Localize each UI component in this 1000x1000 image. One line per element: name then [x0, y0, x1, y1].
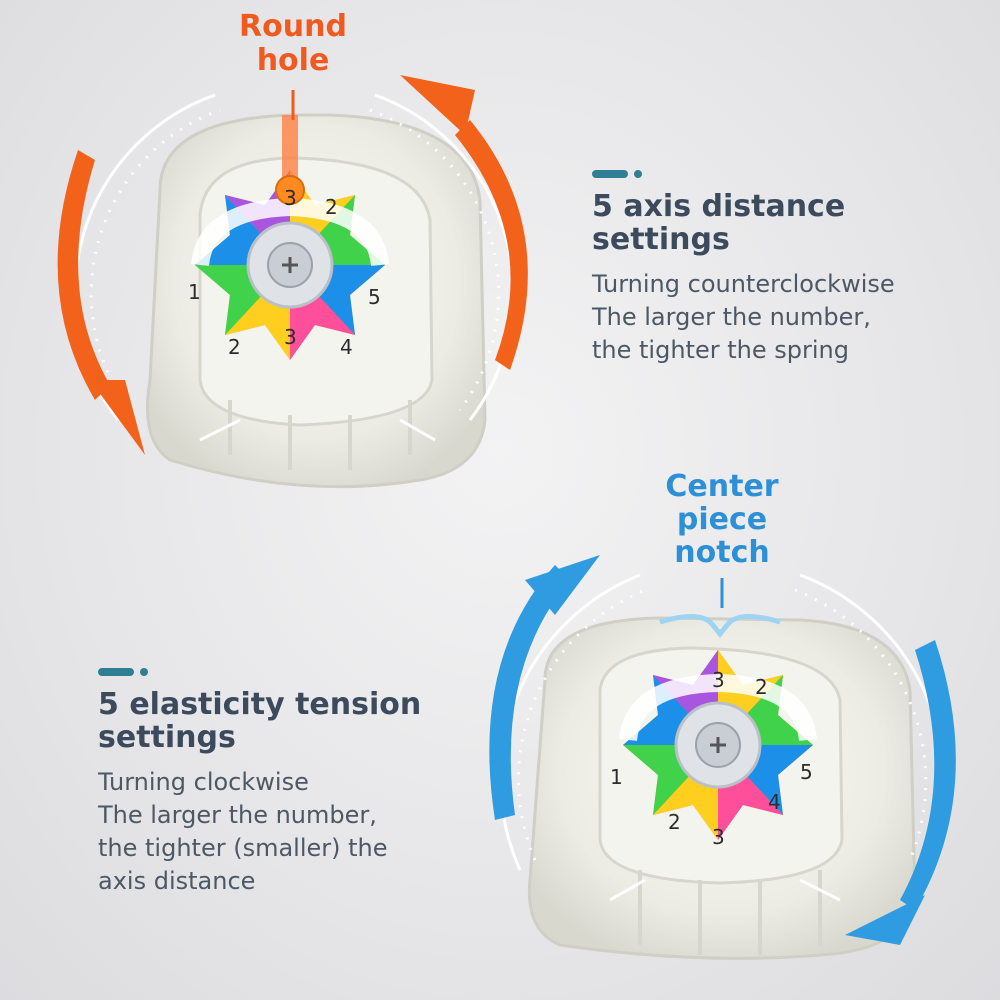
- orange-arrow-right: [400, 75, 528, 370]
- tension-desc-line: axis distance: [98, 867, 256, 895]
- round-hole-label: Round hole: [213, 10, 373, 78]
- axis-section-title: 5 axis distance settings: [592, 190, 992, 256]
- tension-section-desc: Turning clockwise The larger the number,…: [98, 766, 498, 898]
- tension-title-line1: 5 elasticity tension: [98, 687, 422, 722]
- tension-desc-line: The larger the number,: [98, 801, 377, 829]
- axis-section-accent: [592, 170, 992, 178]
- axis-desc-line: the tighter the spring: [592, 336, 849, 364]
- center-notch-line3: notch: [674, 535, 770, 570]
- axis-title-line1: 5 axis distance: [592, 189, 846, 224]
- tension-title-line2: settings: [98, 720, 236, 755]
- tension-section: 5 elasticity tension settings Turning cl…: [98, 668, 498, 898]
- tension-desc-line: the tighter (smaller) the: [98, 834, 388, 862]
- axis-section-desc: Turning counterclockwise The larger the …: [592, 268, 992, 367]
- center-notch-line2: piece: [676, 502, 768, 537]
- bottom-dial: [619, 650, 817, 840]
- tension-section-accent: [98, 668, 498, 676]
- tension-section-title: 5 elasticity tension settings: [98, 688, 498, 754]
- orange-arrow-left: [57, 150, 145, 455]
- round-hole-line2: hole: [256, 43, 330, 78]
- top-dial: [191, 115, 389, 360]
- round-hole-line1: Round: [239, 9, 347, 44]
- tension-desc-line: Turning clockwise: [98, 768, 309, 796]
- blue-arrow-left: [489, 555, 600, 820]
- axis-desc-line: The larger the number,: [592, 303, 871, 331]
- center-notch-line1: Center: [665, 469, 779, 504]
- axis-title-line2: settings: [592, 222, 730, 257]
- blue-arrow-right: [845, 640, 956, 945]
- axis-desc-line: Turning counterclockwise: [592, 270, 895, 298]
- axis-section: 5 axis distance settings Turning counter…: [592, 170, 992, 367]
- center-notch-label: Center piece notch: [642, 470, 802, 569]
